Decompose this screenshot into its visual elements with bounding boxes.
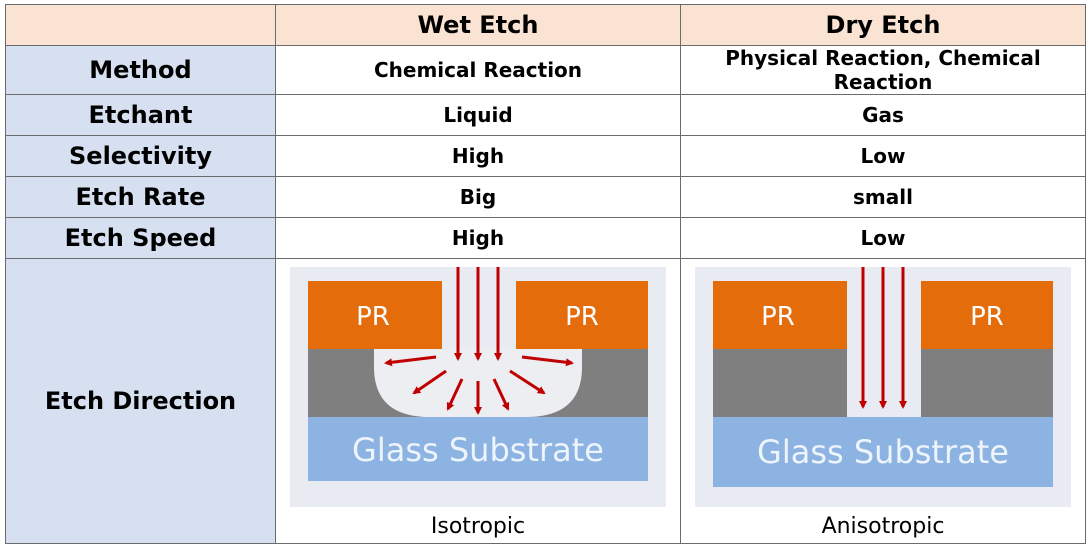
pr-label-left: PR — [761, 302, 795, 332]
caption-isotropic: Isotropic — [430, 513, 526, 539]
arrow-down-right-2 — [492, 377, 510, 411]
table-row: Selectivity High Low — [5, 135, 1086, 177]
table-row: Etch Rate Big small — [5, 176, 1086, 218]
cell-wet-etch-speed: High — [275, 217, 681, 259]
arrow-down-right-1 — [509, 369, 546, 394]
caption-anisotropic: Anisotropic — [821, 513, 945, 539]
etch-arrows — [384, 266, 574, 415]
film-layer-left — [713, 348, 847, 417]
pr-label-right: PR — [970, 302, 1004, 332]
cell-dry-etch-rate: small — [680, 176, 1086, 218]
pr-layer-right — [516, 280, 648, 349]
table-row: Method Chemical Reaction Physical Reacti… — [5, 45, 1086, 95]
etch-arrows — [859, 266, 907, 409]
cell-dry-etch-speed: Low — [680, 217, 1086, 259]
arrow-left — [384, 355, 437, 366]
row-label-etch-rate: Etch Rate — [5, 176, 276, 218]
pr-layer-right — [921, 280, 1053, 349]
header-corner — [5, 4, 276, 46]
cell-wet-selectivity: High — [275, 135, 681, 177]
isotropic-etch-diagram: PR PR Glass Substrate — [290, 266, 666, 507]
table-row-etch-direction: Etch Direction PR PR — [5, 258, 1086, 544]
pr-layer-left — [308, 280, 442, 349]
arrow-down-left-2 — [446, 377, 464, 411]
arrow-down-left-1 — [412, 369, 447, 394]
substrate-label: Glass Substrate — [352, 431, 604, 469]
header-wet-etch: Wet Etch — [275, 4, 681, 46]
pr-label-right: PR — [565, 302, 599, 332]
row-label-etch-direction: Etch Direction — [5, 258, 276, 544]
pr-label-left: PR — [356, 302, 390, 332]
row-label-etchant: Etchant — [5, 94, 276, 136]
film-layer-right — [921, 348, 1053, 417]
cell-dry-direction: PR PR Glass Substrate Anisotropic — [680, 258, 1086, 544]
arrow-right — [521, 355, 574, 366]
table-row: Etchant Liquid Gas — [5, 94, 1086, 136]
cell-wet-etchant: Liquid — [275, 94, 681, 136]
cell-dry-etchant: Gas — [680, 94, 1086, 136]
row-label-selectivity: Selectivity — [5, 135, 276, 177]
etch-comparison-table: Wet Etch Dry Etch Method Chemical Reacti… — [5, 4, 1086, 544]
comparison-table-wrapper: Wet Etch Dry Etch Method Chemical Reacti… — [5, 4, 1086, 544]
anisotropic-etch-diagram: PR PR Glass Substrate — [695, 266, 1071, 507]
glass-substrate-layer — [713, 416, 1053, 487]
glass-substrate-layer — [308, 416, 648, 481]
pr-layer-left — [713, 280, 847, 349]
cell-dry-method: Physical Reaction, Chemical Reaction — [680, 45, 1086, 95]
header-dry-etch: Dry Etch — [680, 4, 1086, 46]
substrate-label: Glass Substrate — [757, 433, 1009, 471]
cell-dry-selectivity: Low — [680, 135, 1086, 177]
cell-wet-direction: PR PR Glass Substrate — [275, 258, 681, 544]
row-label-etch-speed: Etch Speed — [5, 217, 276, 259]
row-label-method: Method — [5, 45, 276, 95]
cell-wet-etch-rate: Big — [275, 176, 681, 218]
table-row: Etch Speed High Low — [5, 217, 1086, 259]
cell-wet-method: Chemical Reaction — [275, 45, 681, 95]
header-row: Wet Etch Dry Etch — [5, 4, 1086, 46]
